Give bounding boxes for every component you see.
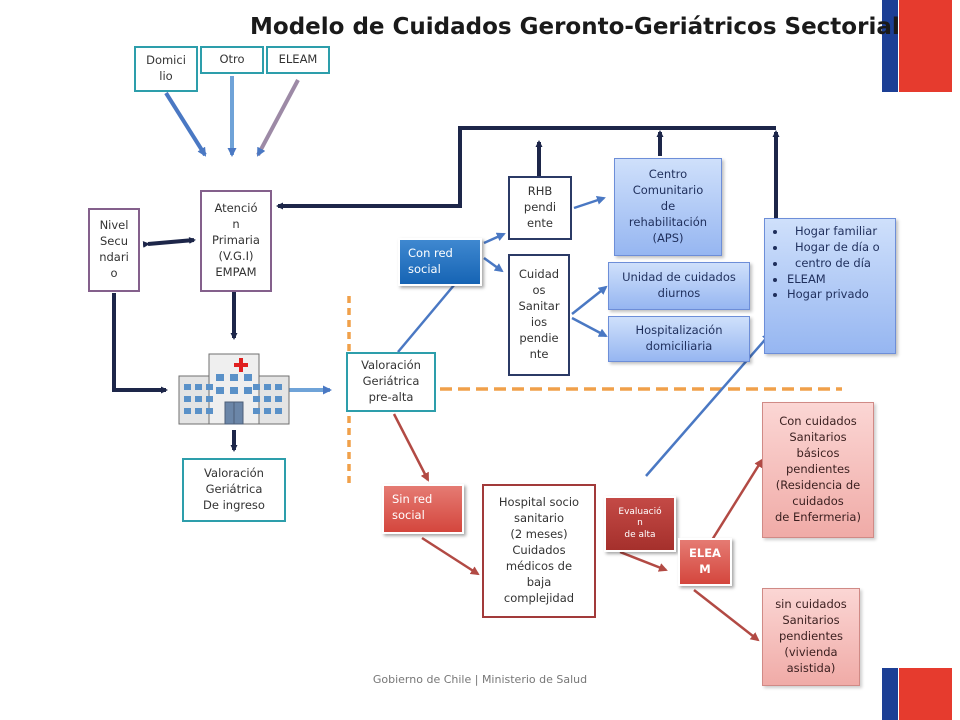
arrow-eleam-to-sin-cuidados — [693, 589, 760, 642]
arrow-prealta-to-sin-red — [392, 413, 430, 482]
arrow-con-red-to-rhb — [483, 232, 506, 245]
arrow-evaluacion-to-eleam — [619, 550, 668, 572]
node-domicilio: Domici lio — [134, 46, 198, 92]
node-hospital-socio-sanitario: Hospital socio sanitario (2 meses) Cuida… — [482, 484, 596, 618]
destination-item: centro de día — [787, 256, 889, 272]
flag-emblem-top — [882, 0, 952, 92]
arrow-sin-red-to-hospital-socio — [421, 536, 480, 576]
node-nivel-secundario: Nivel Secu ndari o — [88, 208, 140, 292]
node-atencion-primaria: Atenció n Primaria (V.G.I) EMPAM — [200, 190, 272, 292]
arrow-con-red-to-cuidados — [483, 256, 504, 273]
node-con-red-social: Con red social — [398, 238, 482, 286]
node-cuidados-sanitarios-pendiente: Cuidad os Sanitar ios pendie nte — [508, 254, 570, 376]
node-eleam-mid: ELEA M — [678, 538, 732, 586]
node-con-cuidados-basicos: Con cuidados Sanitarios básicos pendient… — [762, 402, 874, 538]
flag-emblem-bottom — [882, 668, 952, 720]
destination-item: ELEAM — [787, 272, 889, 288]
footer-text: Gobierno de Chile | Ministerio de Salud — [372, 673, 588, 686]
arrow-eleam-to-atencion — [256, 79, 300, 157]
arrow-prealta-to-con-red — [397, 276, 462, 353]
flag-blue-stripe — [882, 668, 898, 720]
arrow-eleam-to-con-cuidados — [710, 458, 764, 541]
arrow-domicilio-to-atencion — [164, 91, 207, 157]
node-hospitalizacion-domiciliaria: Hospitalización domiciliaria — [608, 316, 750, 362]
destination-item: Hogar de día o — [787, 240, 889, 256]
flag-red-stripe — [899, 0, 952, 92]
flag-blue-stripe — [882, 0, 898, 92]
page-title: Modelo de Cuidados Geronto-Geriátricos S… — [250, 14, 900, 40]
node-rhb-pendiente: RHB pendi ente — [508, 176, 572, 240]
arrow-atencion-nivel-secundario — [142, 236, 196, 248]
arrow-cuidados-to-unidad-diurnos — [571, 285, 608, 315]
node-evaluacion-alta: Evaluació n de alta — [604, 496, 676, 552]
flag-red-stripe — [899, 668, 952, 720]
arrow-rhb-to-centro — [573, 195, 606, 210]
destinations-list: Hogar familiar Hogar de día o centro de … — [764, 218, 896, 354]
arrow-cuidados-to-hospitalizacion — [571, 316, 608, 338]
return-line-to-atencion — [276, 126, 776, 210]
destination-item: Hogar privado — [787, 287, 889, 303]
node-valoracion-prealta: Valoración Geriátrica pre-alta — [346, 352, 436, 412]
destination-item: Hogar familiar — [787, 224, 889, 240]
hospital-building-icon — [178, 353, 290, 425]
node-sin-red-social: Sin red social — [382, 484, 464, 534]
node-unidad-cuidados-diurnos: Unidad de cuidados diurnos — [608, 262, 750, 310]
node-eleam-top: ELEAM — [266, 46, 330, 74]
node-valoracion-ingreso: Valoración Geriátrica De ingreso — [182, 458, 286, 522]
node-sin-cuidados: sin cuidados Sanitarios pendientes (vivi… — [762, 588, 860, 686]
node-centro-comunitario: Centro Comunitario de rehabilitación (AP… — [614, 158, 722, 256]
arrow-nivel-secundario-to-hospital — [112, 293, 168, 394]
node-otro: Otro — [200, 46, 264, 74]
